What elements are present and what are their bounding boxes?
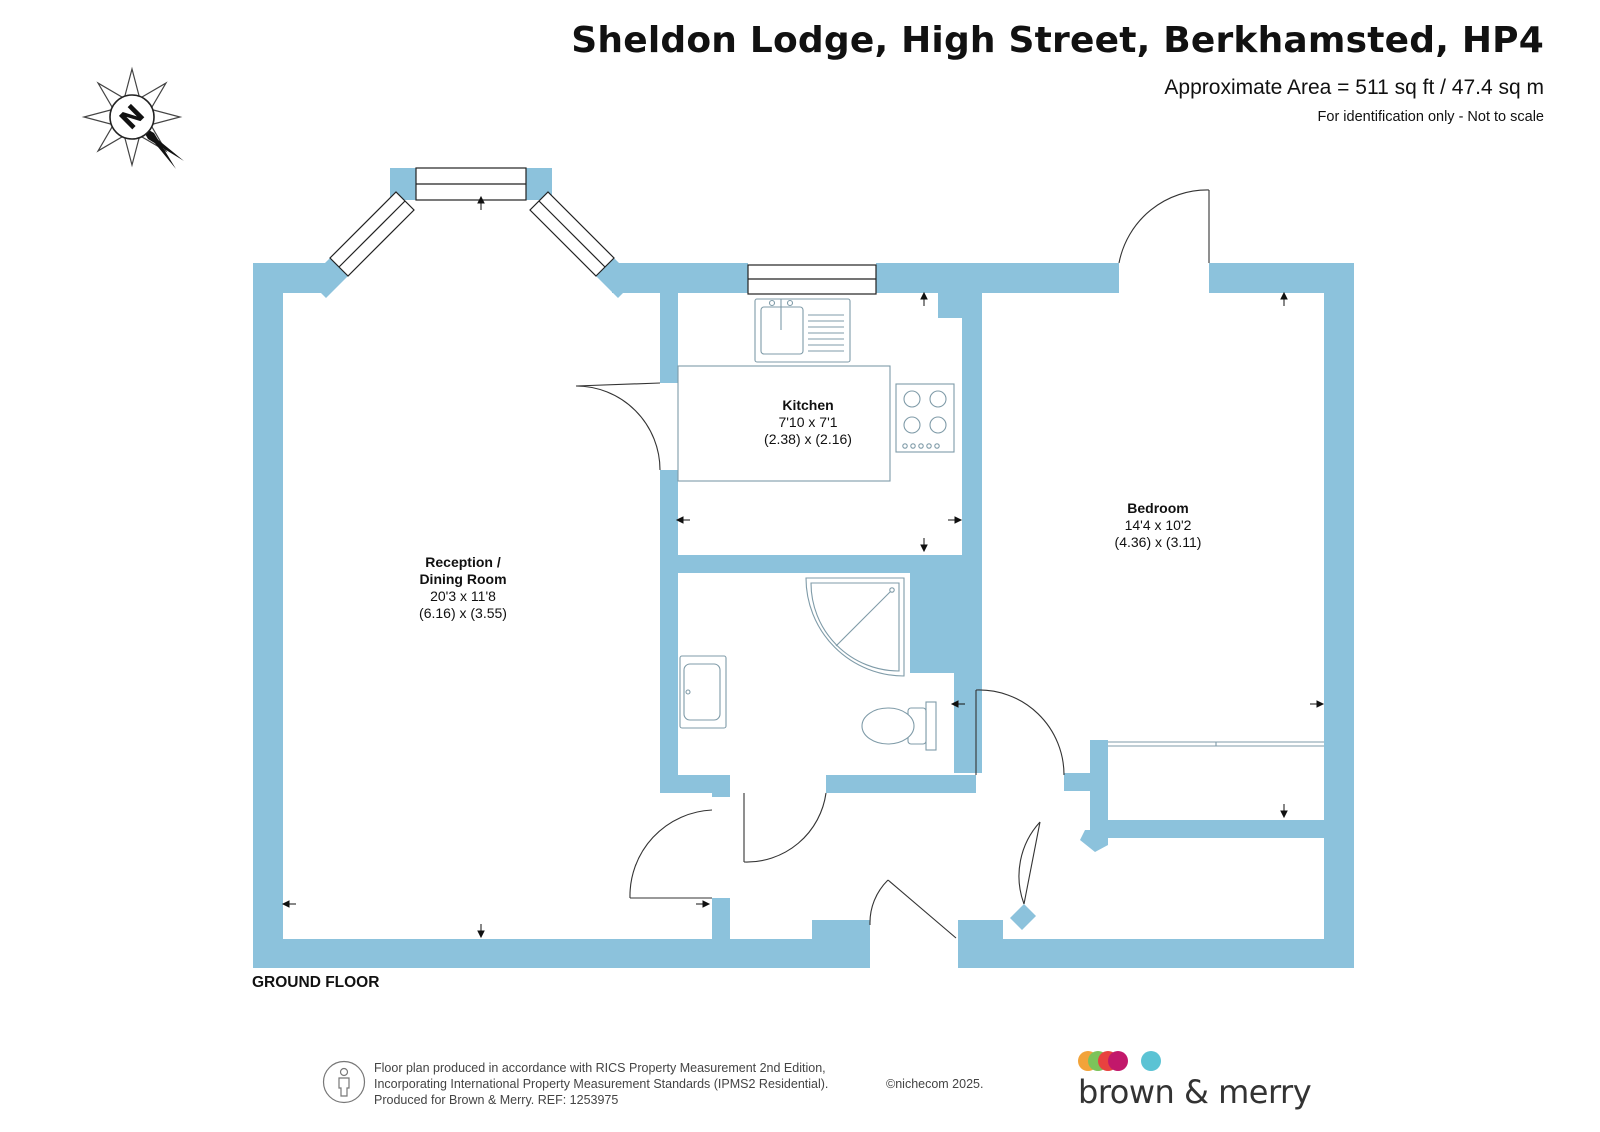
floor-label: GROUND FLOOR [252,974,380,991]
room-label-bedroom: Bedroom 14'4 x 10'2 (4.36) x (3.11) [1114,500,1202,550]
kitchen-fittings [677,298,955,482]
footer-notes: Floor plan produced in accordance with R… [374,1060,828,1108]
person-icon [322,1060,366,1104]
walls [253,168,1354,968]
brand-logo: brown & merry [1078,1073,1312,1111]
bathroom-fittings [679,577,937,751]
footer-line-3: Produced for Brown & Merry. REF: 1253975 [374,1093,619,1107]
approximate-area: Approximate Area = 511 sq ft / 47.4 sq m [1164,76,1544,99]
room-label-kitchen: Kitchen 7'10 x 7'1 (2.38) x (2.16) [764,397,852,447]
footer-line-1: Floor plan produced in accordance with R… [374,1061,826,1075]
logo-dots [1078,1051,1161,1071]
scale-disclaimer: For identification only - Not to scale [1317,109,1544,125]
copyright: ©nichecom 2025. [886,1077,984,1091]
windows [329,167,877,295]
property-title: Sheldon Lodge, High Street, Berkhamsted,… [571,20,1544,61]
compass-north-icon: N [81,66,184,169]
room-label-reception: Reception / Dining Room 20'3 x 11'8 (6.1… [419,554,507,621]
measurement-arrows [281,195,1325,939]
footer-line-2: Incorporating International Property Mea… [374,1077,829,1091]
doors [575,189,1210,939]
bedroom-wardrobe [1108,741,1324,747]
